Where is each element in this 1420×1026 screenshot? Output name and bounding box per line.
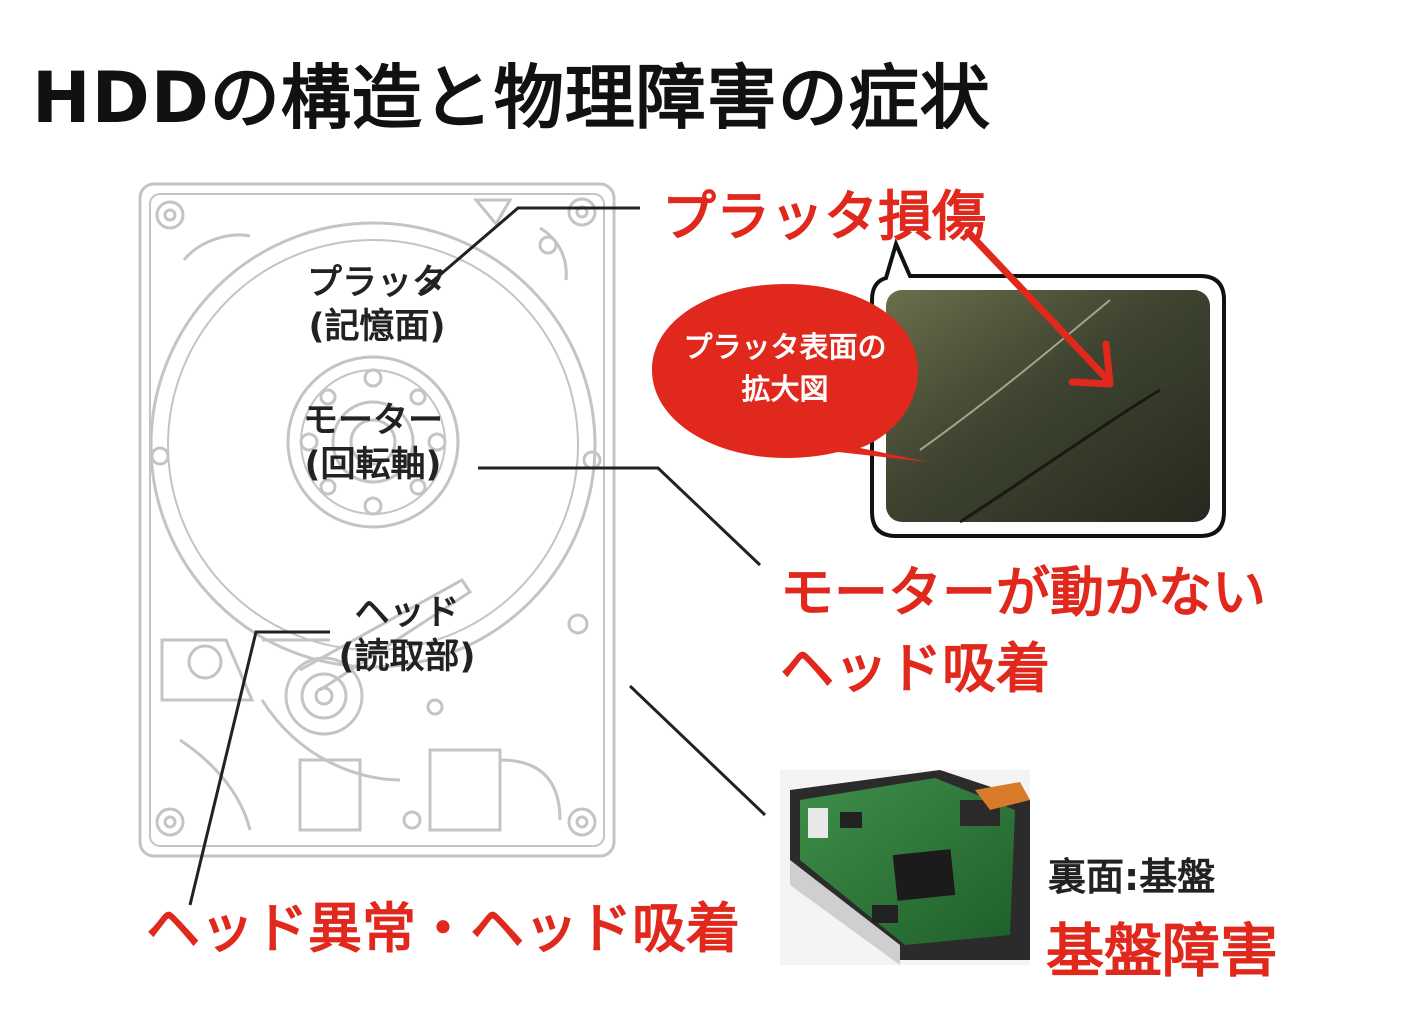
platter-surface-photo — [886, 290, 1210, 522]
head-label-name: ヘッド — [354, 593, 460, 633]
leader-lines — [188, 206, 767, 906]
symptom-board-fault: 基盤障害 — [1046, 917, 1279, 985]
motor-label-sub: (回転軸) — [304, 444, 442, 485]
pcb-caption: 裏面:基盤 — [1048, 855, 1216, 899]
symptom-head-fault: ヘッド異常・ヘッド吸着 — [146, 897, 740, 960]
motor-label-name: モーター — [302, 401, 443, 441]
head-label: ヘッド (読取部) — [312, 592, 502, 680]
bubble-line-1: プラッタ表面の — [683, 330, 887, 364]
red-arrow — [964, 228, 1114, 388]
platter-label-name: プラッタ — [306, 263, 447, 303]
pcb-photo — [780, 770, 1030, 965]
symptom-head-stick-1: ヘッド吸着 — [780, 637, 1050, 700]
motor-label: モーター (回転軸) — [278, 400, 468, 488]
red-speech-bubble — [652, 284, 928, 462]
bubble-text: プラッタ表面の 拡大図 — [656, 326, 914, 410]
platter-label: プラッタ (記憶面) — [282, 262, 472, 350]
page-title: HDDの構造と物理障害の症状 — [32, 57, 991, 139]
symptom-motor-stop: モーターが動かない — [780, 561, 1266, 624]
hdd-line-drawing — [138, 182, 616, 858]
head-label-sub: (読取部) — [338, 636, 476, 677]
platter-label-sub: (記憶面) — [308, 306, 446, 347]
symptom-platter-damage: プラッタ損傷 — [662, 185, 986, 248]
bubble-line-2: 拡大図 — [741, 372, 829, 407]
